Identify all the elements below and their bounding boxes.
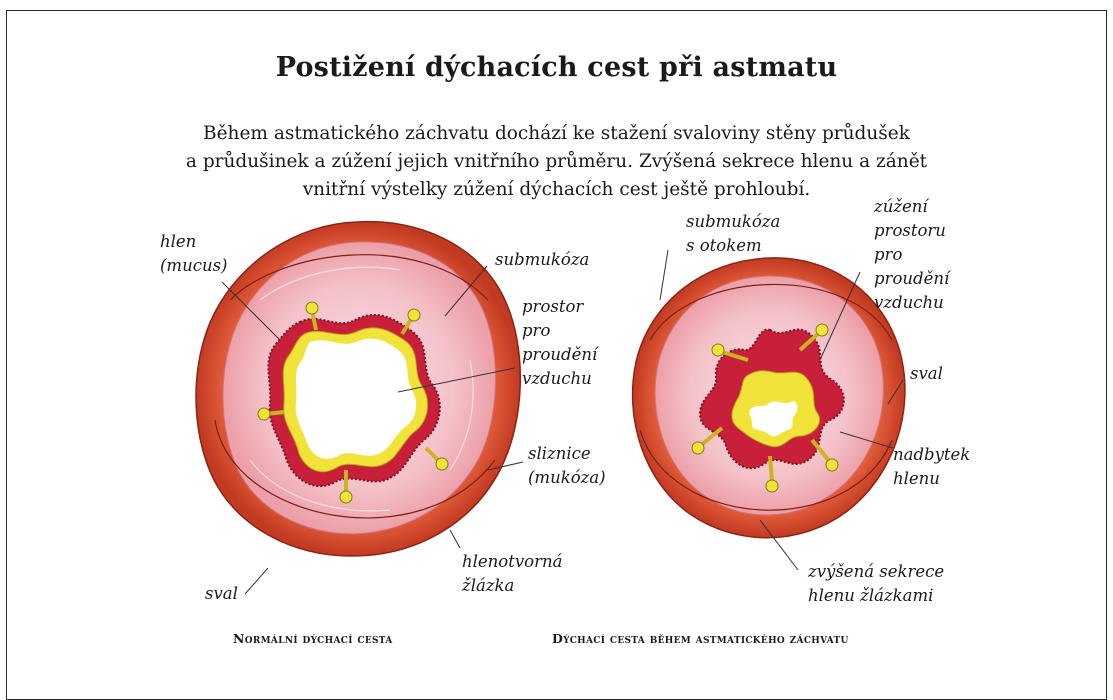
label-swollen-submucosa: submukóza s otokem	[686, 210, 780, 258]
label-mucus: hlen (mucus)	[160, 230, 227, 278]
label-increased-secretion: zvýšená sekrece hlenu žlázkami	[808, 560, 944, 608]
label-excess-mucus: nadbytek hlenu	[893, 443, 970, 491]
label-submucosa: submukóza	[495, 248, 589, 272]
label-mucous-gland: hlenotvorná žlázka	[462, 550, 562, 598]
label-muscle: sval	[205, 582, 238, 606]
caption-asthma: Dýchací cesta během astmatického záchvat…	[552, 631, 849, 646]
label-mucosa: sliznice (mukóza)	[528, 442, 606, 490]
caption-normal: Normální dýchací cesta	[233, 631, 393, 646]
label-airway-space: prostor pro proudění vzduchu	[522, 295, 597, 391]
normal-airway	[196, 222, 520, 556]
asthmatic-airway	[633, 258, 905, 538]
label-muscle: sval	[910, 362, 943, 386]
label-narrowed-space: zúžení prostoru pro proudění vzduchu	[874, 195, 949, 315]
